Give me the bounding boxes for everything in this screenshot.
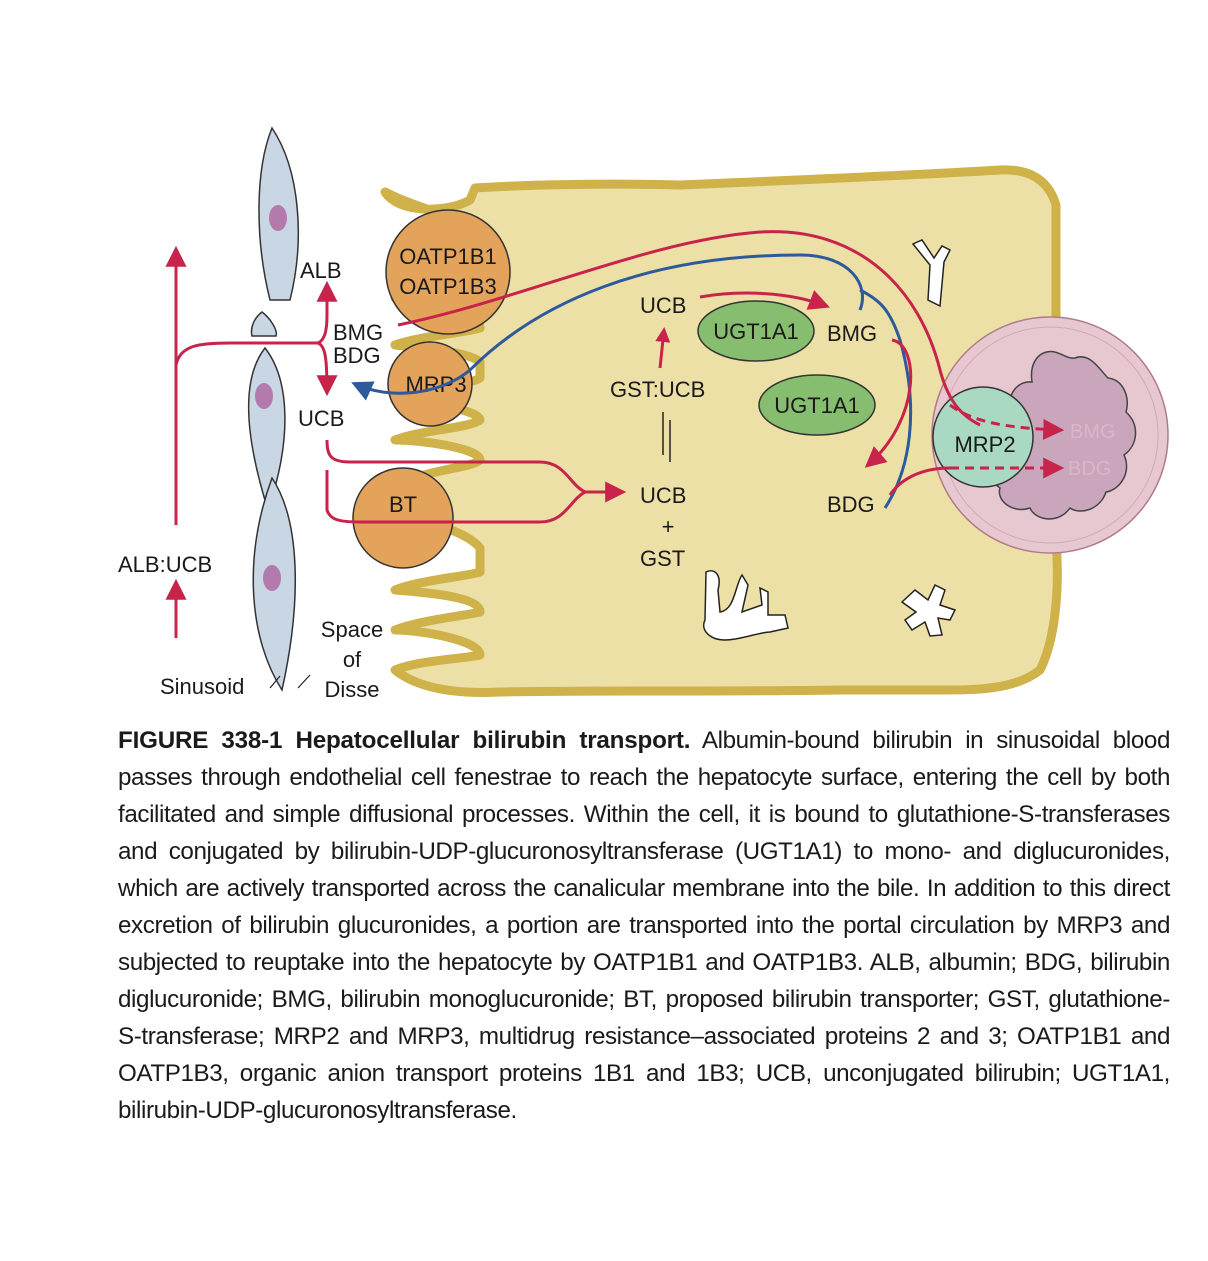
bt-label: BT — [389, 492, 417, 517]
oatp1b3-label: OATP1B3 — [399, 274, 496, 299]
ucb-to-bt-arrow — [325, 439, 627, 503]
endothelial-cell-2 — [250, 311, 278, 337]
mrp3-transporter — [387, 341, 473, 427]
endothelial-cell-3 — [248, 346, 286, 513]
ucb-top-label: UCB — [640, 293, 686, 318]
bmg-to-bdg-arrow — [864, 338, 913, 468]
endothelial-cells — [248, 126, 300, 692]
bdg-blue-arrow — [859, 288, 913, 509]
transporters: OATP1B1 OATP1B3 MRP3 BT MRP2 — [352, 209, 1034, 569]
figure-labels: ALB BMG BDG UCB ALB:UCB Sinusoid Space o… — [118, 258, 877, 702]
ucb-to-bmg-arrow — [699, 290, 830, 310]
figure-caption: FIGURE 338-1 Hepatocellular bilirubin tr… — [118, 722, 1170, 1129]
organelle-star — [900, 583, 957, 637]
nucleus-1 — [269, 205, 287, 231]
bdg-canal-label: BDG — [1068, 458, 1111, 480]
bdg-left-label: BDG — [333, 343, 381, 368]
space-of-disse-line2: of — [343, 647, 362, 672]
sinusoid-label: Sinusoid — [160, 674, 244, 699]
plus-label: + — [662, 514, 675, 539]
mrp2-transporter — [932, 386, 1034, 488]
bmg-right-label: BMG — [827, 321, 877, 346]
mrp3-efflux-arrow — [351, 253, 864, 401]
nucleus-3 — [263, 565, 281, 591]
nucleus-2 — [255, 383, 273, 409]
hepatocyte — [375, 165, 1062, 697]
sinusoid-pointer — [269, 675, 281, 689]
enzymes: UGT1A1 UGT1A1 — [697, 300, 876, 436]
disse-pointer — [297, 674, 311, 689]
alb-ucb-label: ALB:UCB — [118, 552, 212, 577]
bmg-export-arrow — [949, 403, 1065, 440]
ugt1a1-top-label: UGT1A1 — [713, 319, 799, 344]
bdg-right-label: BDG — [827, 492, 875, 517]
bdg-to-mrp2-arrow — [888, 466, 951, 496]
ucb-down-arrow — [316, 341, 338, 397]
caption-body: Albumin-bound bilirubin in sinusoidal bl… — [118, 727, 1170, 1124]
bt-transporter — [352, 467, 454, 569]
bilirubin-transport-diagram: BMG BDG OATP1B1 OATP1B3 MRP3 BT MRP2 UGT… — [118, 126, 1169, 702]
gst-label: GST — [640, 546, 685, 571]
space-of-disse-line1: Space — [321, 617, 383, 642]
sinusoid-branch-arrow — [174, 341, 318, 366]
oatp-transporter — [385, 209, 511, 335]
bt-entry-arrow — [325, 470, 586, 524]
oatp1b1-label: OATP1B1 — [399, 244, 496, 269]
organelle-comb — [703, 570, 789, 641]
oatp-uptake-arrow — [397, 230, 981, 427]
flux-arrows — [165, 230, 1065, 638]
ucb-left-label: UCB — [298, 406, 344, 431]
mrp2-label: MRP2 — [954, 432, 1015, 457]
alb-arrow — [316, 280, 338, 345]
ucb-bottom-label: UCB — [640, 483, 686, 508]
bmg-left-label: BMG — [333, 320, 383, 345]
organelle-y — [911, 239, 952, 308]
ugt1a1-mid-label: UGT1A1 — [774, 393, 860, 418]
caption-heading: FIGURE 338-1 Hepatocellular bilirubin tr… — [118, 727, 691, 754]
ugt1a1-mid-enzyme — [758, 374, 876, 436]
gst-ucb-up-arrow — [655, 327, 671, 369]
gst-ucb-label: GST:UCB — [610, 377, 705, 402]
bmg-canal-label: BMG — [1070, 421, 1116, 443]
ugt1a1-top-enzyme — [697, 300, 815, 362]
space-of-disse-line3: Disse — [324, 677, 379, 702]
alb-label: ALB — [300, 258, 342, 283]
